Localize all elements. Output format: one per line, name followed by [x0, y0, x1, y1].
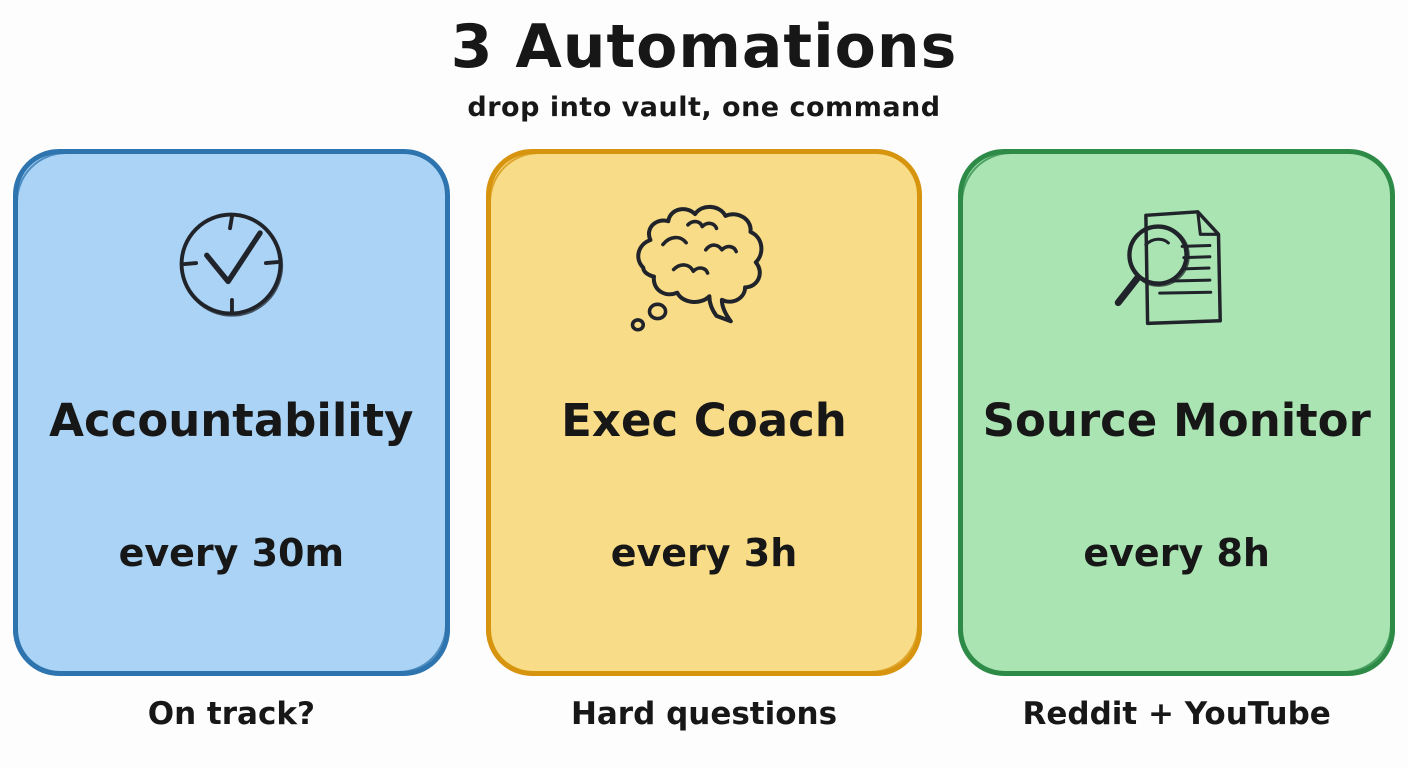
page-title: 3 Automations: [450, 12, 958, 82]
card-source-monitor: Source Monitor every 8h: [958, 149, 1396, 676]
card-title: Source Monitor: [982, 394, 1371, 447]
column-exec-coach: Exec Coach every 3h Hard questions: [485, 149, 923, 732]
icon-area: [168, 198, 294, 332]
card-exec-coach: Exec Coach every 3h: [485, 149, 923, 676]
column-source-monitor: Source Monitor every 8h Reddit + YouTube: [958, 149, 1396, 732]
document-search-icon: [1114, 210, 1222, 326]
card-caption: Hard questions: [570, 696, 838, 732]
card-caption: On track?: [147, 696, 315, 732]
column-accountability: Accountability every 30m On track?: [13, 149, 450, 732]
header: 3 Automations drop into vault, one comma…: [0, 0, 1408, 123]
card-schedule: every 30m: [118, 531, 345, 575]
cards-row: Accountability every 30m On track? Exec …: [0, 149, 1408, 732]
brain-icon: [630, 204, 764, 332]
card-schedule: every 8h: [1083, 531, 1270, 575]
clock-check-icon: [179, 212, 284, 317]
icon-area: [1107, 198, 1247, 332]
card-title: Accountability: [49, 394, 414, 447]
card-caption: Reddit + YouTube: [1022, 696, 1331, 732]
icon-area: [620, 198, 788, 332]
page-subtitle: drop into vault, one command: [467, 92, 941, 123]
card-schedule: every 3h: [610, 531, 798, 575]
card-accountability: Accountability every 30m: [13, 149, 450, 676]
card-title: Exec Coach: [561, 394, 847, 447]
